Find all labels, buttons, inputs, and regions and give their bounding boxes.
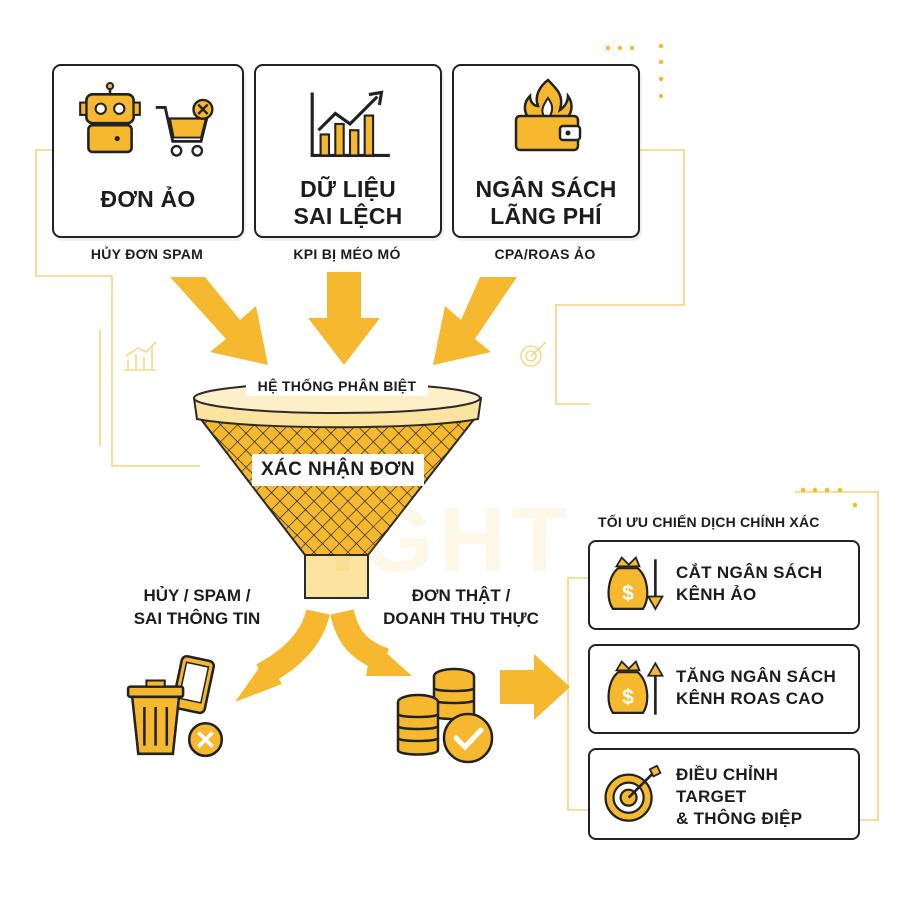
burning-wallet-icon xyxy=(514,78,582,152)
opt-item-cut-budget: $ CẮT NGÂN SÁCH KÊNH ẢO xyxy=(588,540,860,630)
valid-orders-label: ĐƠN THẬT / DOANH THU THỰC xyxy=(383,586,539,628)
cart-x-icon xyxy=(155,98,214,157)
trash-phone-x-icon xyxy=(126,654,224,758)
svg-text:$: $ xyxy=(622,685,634,709)
opt-item-text: CẮT NGÂN SÁCH KÊNH ẢO xyxy=(676,563,823,604)
input-arrows xyxy=(170,272,517,365)
card-title: NGÂN SÁCH LÃNG PHÍ xyxy=(475,176,617,229)
robot-icon xyxy=(79,82,141,154)
coins-check-icon xyxy=(396,667,494,764)
target-icon xyxy=(604,764,662,822)
opt-item-adjust-target: ĐIỀU CHỈNH TARGET & THÔNG ĐIỆP xyxy=(588,748,860,840)
watermark: IGHT xyxy=(330,489,574,591)
card-ngan-sach-lang-phi: NGÂN SÁCH LÃNG PHÍ xyxy=(452,64,640,238)
money-bag-up-icon: $ xyxy=(607,659,664,715)
decorative-dots xyxy=(605,43,858,508)
reject-label: HỦY / SPAM / SAI THÔNG TIN xyxy=(133,586,261,628)
opt-item-raise-budget: $ TĂNG NGÂN SÁCH KÊNH ROAS CAO xyxy=(588,644,860,734)
to-optimization-arrow xyxy=(500,654,570,720)
faint-chart-icon xyxy=(124,341,157,371)
faint-target-icon xyxy=(520,341,547,367)
money-bag-down-icon: $ xyxy=(607,555,664,611)
opt-item-text: ĐIỀU CHỈNH TARGET & THÔNG ĐIỆP xyxy=(676,765,803,828)
card-du-lieu-sai-lech: DỮ LIỆU SAI LỆCH xyxy=(254,64,442,238)
card-subtitle: KPI BỊ MÉO MÓ xyxy=(293,246,401,262)
card-subtitle: CPA/ROAS ẢO xyxy=(494,246,596,262)
funnel xyxy=(192,382,483,599)
opt-item-text: TĂNG NGÂN SÁCH KÊNH ROAS CAO xyxy=(676,667,837,708)
card-title: DỮ LIỆU SAI LỆCH xyxy=(293,176,403,229)
card-title: ĐƠN ẢO xyxy=(100,186,196,212)
funnel-center-label: XÁC NHẬN ĐƠN xyxy=(252,454,424,486)
svg-text:$: $ xyxy=(622,581,634,605)
funnel-top-label: HỆ THỐNG PHÂN BIỆT xyxy=(246,376,428,396)
optimization-heading: TỐI ƯU CHIẾN DỊCH CHÍNH XÁC xyxy=(598,514,820,530)
bar-chart-growth-icon xyxy=(310,90,390,158)
card-don-ao: ĐƠN ẢO xyxy=(52,64,244,238)
connector-lines xyxy=(35,149,879,821)
card-subtitle: HỦY ĐƠN SPAM xyxy=(90,246,204,262)
